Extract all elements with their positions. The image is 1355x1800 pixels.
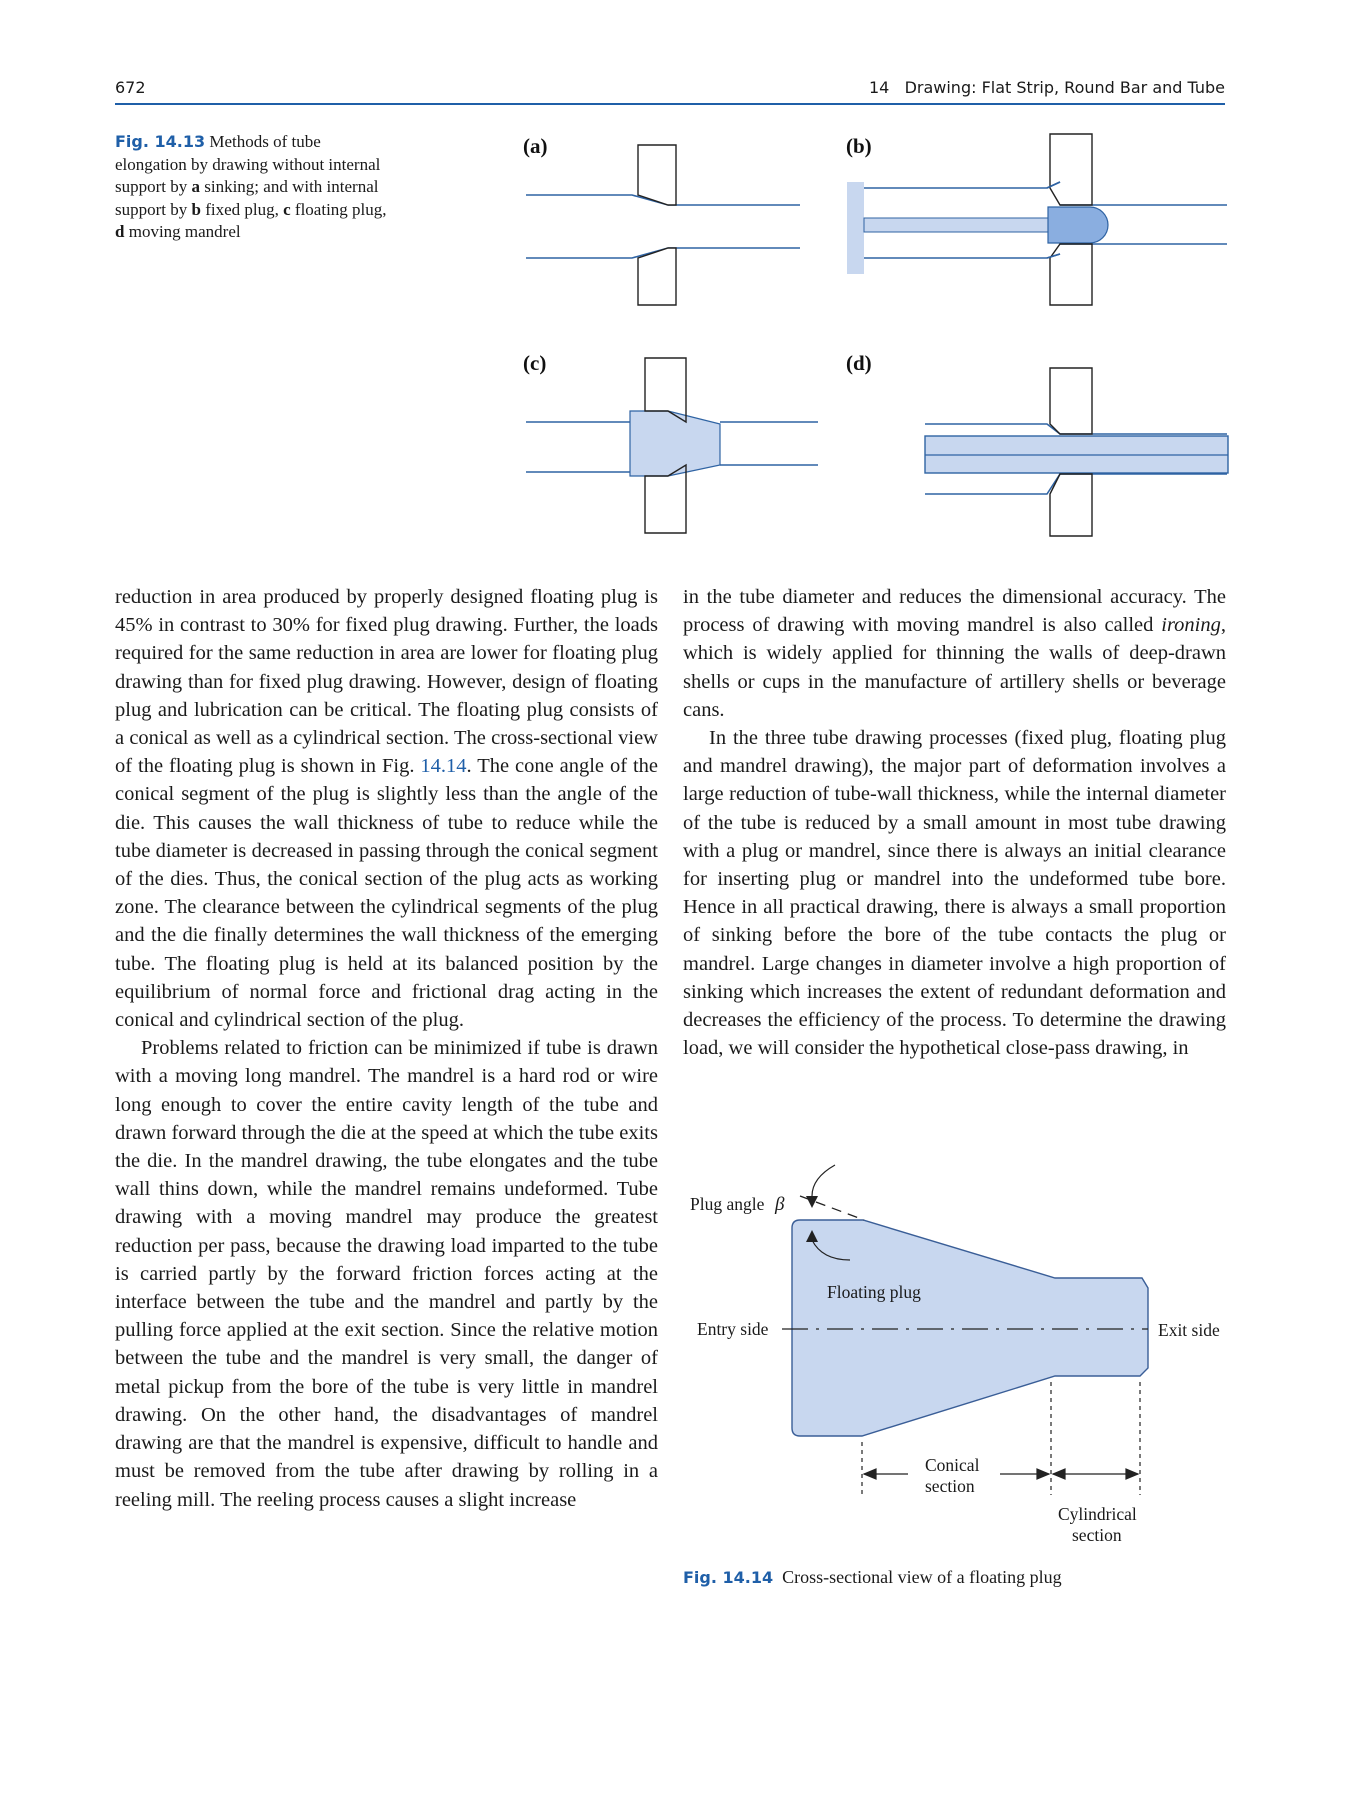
caption-text: Methods of tube elongation by drawing wi… bbox=[115, 132, 387, 241]
panel-label-b: (b) bbox=[846, 134, 872, 158]
conical-label-1: Conical bbox=[925, 1455, 980, 1475]
entry-side-label: Entry side bbox=[697, 1319, 769, 1339]
page-number: 672 bbox=[115, 78, 146, 97]
paragraph: reduction in area produced by properly d… bbox=[115, 583, 658, 1034]
panel-label-d: (d) bbox=[846, 351, 872, 375]
die-b-top bbox=[1049, 133, 1093, 206]
caption-run: floating plug, bbox=[290, 199, 387, 219]
text-run: In the three tube drawing processes (fix… bbox=[683, 727, 1226, 1060]
die-a-top bbox=[637, 144, 677, 206]
caption-panel-ref: d bbox=[115, 222, 125, 241]
text-run: reduction in area produced by properly d… bbox=[115, 586, 658, 778]
body-text-left-column: reduction in area produced by properly d… bbox=[115, 583, 658, 1514]
figure-caption-14-13: Fig. 14.13 Methods of tube elongation by… bbox=[115, 131, 390, 244]
text-run: . The cone angle of the conical segment … bbox=[115, 755, 658, 1032]
caption-run: moving mandrel bbox=[124, 222, 241, 241]
conical-label-2: section bbox=[925, 1476, 975, 1496]
plug-angle-label: Plug angle bbox=[690, 1194, 765, 1214]
caption-run: fixed plug, bbox=[200, 199, 284, 219]
panel-label-a: (a) bbox=[523, 134, 548, 158]
die-c-top bbox=[644, 357, 687, 424]
body-text-right-column: in the tube diameter and reduces the dim… bbox=[683, 583, 1226, 1062]
die-d-bottom bbox=[1049, 473, 1093, 537]
figure-caption-14-14: Fig. 14.14 Cross-sectional view of a flo… bbox=[683, 1567, 1062, 1588]
panel-label-c: (c) bbox=[523, 351, 546, 375]
die-a-bottom bbox=[637, 247, 677, 306]
text-run: in the tube diameter and reduces the dim… bbox=[683, 586, 1226, 637]
die-d-top bbox=[1049, 367, 1093, 435]
panel-a-sinking bbox=[526, 194, 800, 259]
floating-plug-shape bbox=[629, 410, 721, 477]
caption-run: sinking; and with internal support by bbox=[115, 177, 379, 219]
floating-plug-label: Floating plug bbox=[827, 1282, 921, 1302]
running-title: 14 Drawing: Flat Strip, Round Bar and Tu… bbox=[868, 78, 1225, 97]
figure-cross-reference[interactable]: 14.14 bbox=[420, 755, 467, 778]
paragraph: in the tube diameter and reduces the dim… bbox=[683, 583, 1226, 724]
paragraph: Problems related to friction can be mini… bbox=[115, 1034, 658, 1513]
panel-c-floating-plug bbox=[526, 421, 818, 473]
plug-rod-holder bbox=[847, 182, 864, 274]
beta-symbol: β bbox=[774, 1194, 785, 1215]
plug-rod bbox=[863, 217, 1055, 233]
italic-term: ironing bbox=[1161, 614, 1221, 637]
paragraph: In the three tube drawing processes (fix… bbox=[683, 724, 1226, 1062]
header-rule bbox=[115, 103, 1225, 105]
figure-label: Fig. 14.14 bbox=[683, 1568, 774, 1587]
text-run: , which is widely applied for thinning t… bbox=[683, 614, 1226, 721]
figure-14-13: (a) (b) (c) (d) bbox=[523, 133, 1229, 537]
floating-plug-body bbox=[791, 1219, 1149, 1437]
caption-panel-ref: c bbox=[283, 199, 291, 219]
caption-text: Cross-sectional view of a floating plug bbox=[773, 1567, 1062, 1587]
cylindrical-label-2: section bbox=[1072, 1525, 1122, 1545]
caption-panel-ref: a bbox=[191, 177, 201, 196]
caption-run: Methods of tube elongation by drawing wi… bbox=[115, 132, 381, 196]
cylindrical-label-1: Cylindrical bbox=[1058, 1504, 1137, 1524]
die-c-bottom bbox=[644, 463, 687, 534]
die-b-bottom bbox=[1049, 243, 1093, 306]
exit-side-label: Exit side bbox=[1158, 1320, 1220, 1340]
panel-d-mandrel bbox=[925, 423, 1227, 495]
caption-panel-ref: b bbox=[191, 199, 201, 219]
text-run: Problems related to friction can be mini… bbox=[115, 1037, 658, 1511]
figure-label: Fig. 14.13 bbox=[115, 132, 206, 151]
fixed-plug bbox=[1047, 206, 1109, 244]
